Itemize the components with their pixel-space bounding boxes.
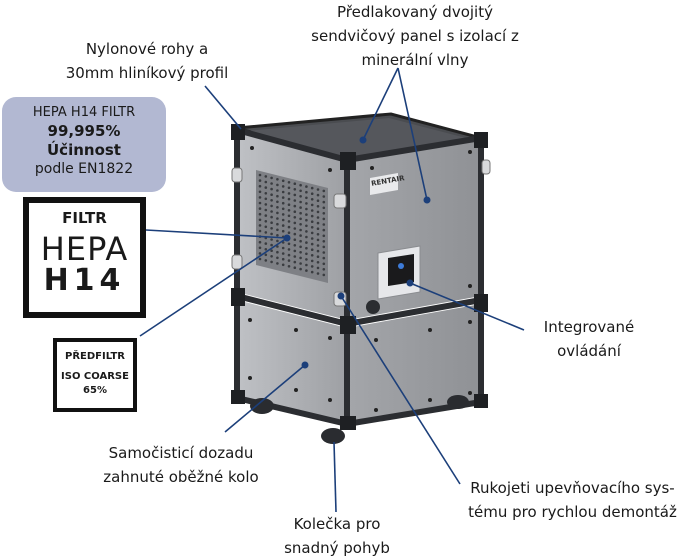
right-panel-lower <box>347 304 481 424</box>
nylon-corners <box>231 124 488 430</box>
wheels <box>250 395 469 444</box>
callout-control: Integrované ovládání <box>543 318 635 360</box>
callout-wheels: Kolečka pro snadný pohyb <box>284 515 390 557</box>
callout-panel: Předlakovaný dvojitý sendvičový panel s … <box>311 3 519 69</box>
prefilter-label: PŘEDFILTR ISO COARSE 65% <box>53 338 137 412</box>
callout-fan: Samočisticí dozadu zahnuté oběžné kolo <box>103 444 259 486</box>
brand-label <box>370 173 398 195</box>
leader-lines <box>139 67 525 513</box>
callout-frame: Nylonové rohy a 30mm hliníkový profil <box>65 40 229 82</box>
left-panel-lower <box>237 300 347 424</box>
callout-handles: Rukojeti upevňovacího sys- tému pro rych… <box>468 479 677 521</box>
intake-grille <box>256 170 328 283</box>
hepa-efficiency-card: HEPA H14 FILTR 99,995% Účinnost podle EN… <box>2 97 166 192</box>
hepa-filter-label: FILTR HEPA H14 <box>23 197 146 318</box>
control-panel <box>377 245 421 300</box>
